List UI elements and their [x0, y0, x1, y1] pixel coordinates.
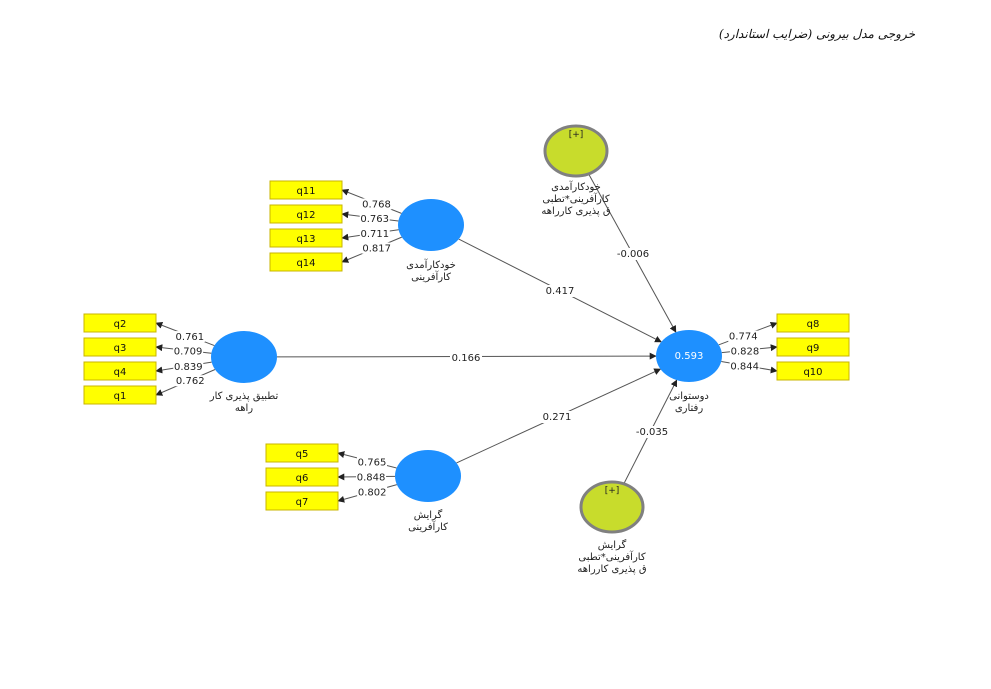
- loading-value-q5: 0.765: [358, 458, 387, 469]
- moderator-label-mod1: خودکارآمدی: [551, 180, 601, 193]
- construct-khodkaramadi: [398, 199, 464, 251]
- figure-caption: خروجی مدل بیرونی (ضرایب استاندارد): [718, 27, 915, 41]
- loading-bg: [175, 375, 206, 387]
- indicator-label-q4: q4: [114, 367, 127, 378]
- indicator-label-q12: q12: [296, 210, 315, 221]
- loading-value-q2: 0.761: [176, 332, 205, 343]
- indicator-label-q2: q2: [114, 319, 127, 330]
- construct-dostavani: [656, 330, 722, 382]
- indicator-box-q10: [776, 361, 850, 381]
- indicator-label-q1: q1: [114, 391, 127, 402]
- loading-value-q12: 0.763: [360, 214, 389, 225]
- path-coef-bg: [636, 426, 668, 438]
- indicator-box-q11: [269, 180, 343, 200]
- loading-value-q4: 0.839: [174, 362, 203, 373]
- loading-bg: [359, 213, 390, 225]
- loading-bg: [356, 471, 387, 483]
- moderator-expand-marker: [+]: [605, 486, 620, 496]
- indicator-label-q5: q5: [296, 449, 309, 460]
- loading-value-q11: 0.768: [362, 200, 391, 211]
- construct-label-tatbigh: تطبیق پذیری کار: [209, 391, 279, 402]
- indicator-label-q13: q13: [296, 234, 315, 245]
- loading-bg: [361, 198, 392, 210]
- loading-value-q10: 0.844: [730, 361, 759, 372]
- loading-bg: [356, 456, 387, 468]
- loading-value-q8: 0.774: [729, 332, 758, 343]
- path-coef-bg: [541, 411, 573, 423]
- loading-value-q7: 0.802: [358, 488, 387, 499]
- loading-value-q13: 0.711: [360, 229, 389, 240]
- indicator-box-q9: [776, 337, 850, 357]
- loading-value-q3: 0.709: [174, 347, 203, 358]
- loading-value-q14: 0.817: [362, 244, 391, 255]
- moderator-label-mod2: ق پذیری کارراهه: [577, 564, 646, 575]
- loading-bg: [174, 331, 205, 343]
- moderator-expand-marker: [+]: [569, 130, 584, 140]
- loading-bg: [728, 330, 759, 342]
- loading-bg: [173, 360, 204, 372]
- construct-label-khodkaramadi: کارآفرینی: [411, 270, 451, 283]
- construct-label-tatbigh: راهه: [235, 403, 253, 414]
- construct-label-dostavani: رفتاری: [675, 403, 704, 414]
- loading-bg: [359, 228, 390, 240]
- construct-label-gerayesh: کارآفرینی: [408, 520, 448, 533]
- moderator-label-mod2: گرایش: [598, 539, 627, 551]
- indicator-box-q4: [83, 361, 157, 381]
- loading-value-q1: 0.762: [176, 376, 205, 387]
- indicator-box-q14: [269, 252, 343, 272]
- moderator-label-mod1: ق پذیری کارراهه: [541, 206, 610, 217]
- moderator-mod1: [543, 124, 609, 178]
- indicator-box-q8: [776, 313, 850, 333]
- loading-bg: [729, 360, 760, 372]
- indicator-box-q7: [265, 491, 339, 511]
- construct-tatbigh: [211, 331, 277, 383]
- indicator-label-q9: q9: [807, 343, 820, 354]
- indicator-label-q7: q7: [296, 497, 309, 508]
- indicator-label-q8: q8: [807, 319, 820, 330]
- path-coefficient: 0.271: [543, 412, 572, 423]
- indicator-label-q14: q14: [296, 258, 315, 269]
- loading-value-q6: 0.848: [357, 473, 386, 484]
- indicator-box-q2: [83, 313, 157, 333]
- construct-label-khodkaramadi: خودکارآمدی: [406, 258, 456, 271]
- indicator-box-q13: [269, 228, 343, 248]
- construct-label-dostavani: دوستوانی: [669, 391, 709, 402]
- indicator-label-q11: q11: [296, 186, 315, 197]
- moderator-label-mod2: کارآفرینی*تطبی: [578, 550, 645, 563]
- indicator-label-q10: q10: [803, 367, 822, 378]
- indicator-label-q6: q6: [296, 473, 309, 484]
- loading-bg: [173, 345, 204, 357]
- indicator-box-q3: [83, 337, 157, 357]
- r-squared-value: 0.593: [675, 351, 704, 362]
- indicator-box-q5: [265, 443, 339, 463]
- moderator-mod2: [579, 480, 645, 534]
- loading-bg: [361, 242, 392, 254]
- path-coefficient: 0.417: [546, 286, 575, 297]
- path-coef-bg: [544, 285, 576, 297]
- indicator-box-q12: [269, 204, 343, 224]
- path-coefficient: -0.035: [636, 427, 668, 438]
- loading-bg: [729, 345, 760, 357]
- indicator-label-q3: q3: [114, 343, 127, 354]
- path-coefficient: 0.166: [452, 353, 481, 364]
- loading-bg: [357, 486, 388, 498]
- path-coefficient: -0.006: [617, 249, 649, 260]
- construct-label-gerayesh: گرایش: [414, 509, 443, 521]
- loading-value-q9: 0.828: [731, 346, 760, 357]
- construct-gerayesh: [395, 450, 461, 502]
- indicator-box-q1: [83, 385, 157, 405]
- moderator-label-mod1: کارآفرینی*تطبی: [542, 192, 609, 205]
- path-coef-bg: [450, 352, 482, 364]
- indicator-box-q6: [265, 467, 339, 487]
- path-coef-bg: [617, 248, 649, 260]
